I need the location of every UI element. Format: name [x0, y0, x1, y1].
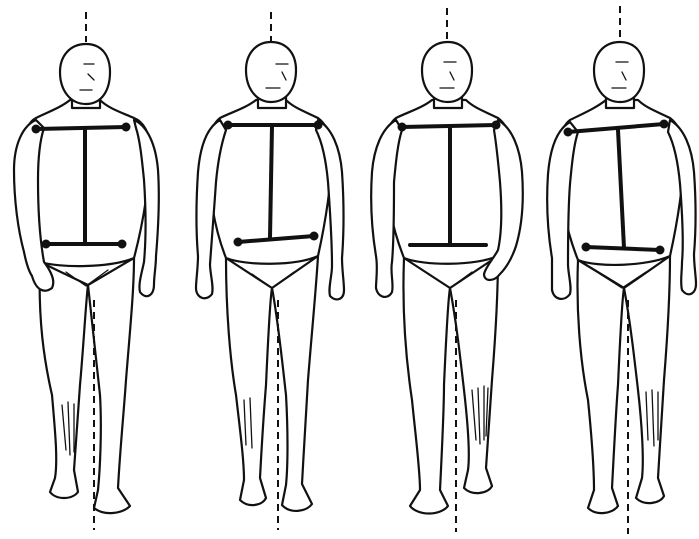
- right-shoulder-dot: [314, 121, 323, 130]
- right-hip-dot: [118, 240, 127, 249]
- right-leg: [450, 256, 498, 493]
- head: [594, 42, 644, 102]
- walking-figure-2: [196, 12, 344, 530]
- right-shoulder-dot: [492, 121, 501, 130]
- left-leg: [577, 260, 624, 513]
- left-shoulder-dot: [224, 121, 233, 130]
- walking-figure-3: [371, 8, 523, 532]
- left-leg: [40, 262, 88, 498]
- right-leg: [624, 256, 670, 503]
- left-hip-dot: [234, 238, 243, 247]
- left-hip-dot: [582, 243, 591, 252]
- left-shoulder-dot: [564, 128, 573, 137]
- head: [246, 42, 296, 102]
- left-leg: [226, 258, 272, 505]
- left-hip-dot: [42, 240, 51, 249]
- left-leg: [403, 258, 450, 514]
- head: [422, 42, 472, 102]
- right-shoulder-dot: [122, 123, 131, 132]
- trunk-axis-line: [270, 126, 272, 238]
- head: [60, 44, 110, 104]
- shoulder-line: [36, 127, 126, 129]
- left-shoulder-dot: [32, 125, 41, 134]
- right-shoulder-dot: [660, 120, 669, 129]
- walking-figure-4: [547, 6, 696, 534]
- left-shoulder-dot: [398, 123, 407, 132]
- right-hip-dot: [656, 246, 665, 255]
- walking-figure-1: [14, 12, 159, 530]
- right-hip-dot: [310, 232, 319, 241]
